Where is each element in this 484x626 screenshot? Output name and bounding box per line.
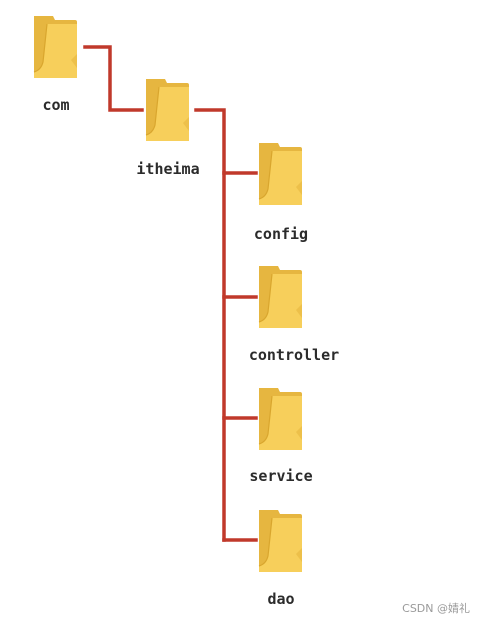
folder-icon [256, 262, 306, 332]
folder-itheima[interactable] [143, 75, 193, 145]
folder-label-itheima: itheima [136, 160, 200, 178]
folder-config[interactable] [256, 139, 306, 209]
folder-icon [256, 139, 306, 209]
watermark: CSDN @婧礼 [402, 602, 470, 615]
folder-label-service: service [249, 467, 313, 485]
folder-icon-graphic [258, 143, 302, 205]
folder-icon [143, 75, 193, 145]
folder-icon-graphic [145, 79, 189, 141]
connector-com-itheima [83, 45, 144, 112]
folder-service[interactable] [256, 384, 306, 454]
folder-icon-graphic [258, 266, 302, 328]
folder-label-com: com [42, 96, 70, 114]
folder-icon [31, 12, 81, 82]
folder-com[interactable] [31, 12, 81, 82]
folder-label-config: config [253, 225, 309, 243]
folder-icon [256, 384, 306, 454]
connector-itheima-trunk [194, 108, 226, 542]
folder-controller[interactable] [256, 262, 306, 332]
tree-connectors [83, 45, 258, 542]
folder-label-controller: controller [248, 346, 340, 364]
folder-icon-graphic [33, 16, 77, 78]
folder-icon-graphic [258, 510, 302, 572]
folder-icon [256, 506, 306, 576]
folder-icon-graphic [258, 388, 302, 450]
folder-dao[interactable] [256, 506, 306, 576]
folder-label-dao: dao [267, 590, 295, 608]
